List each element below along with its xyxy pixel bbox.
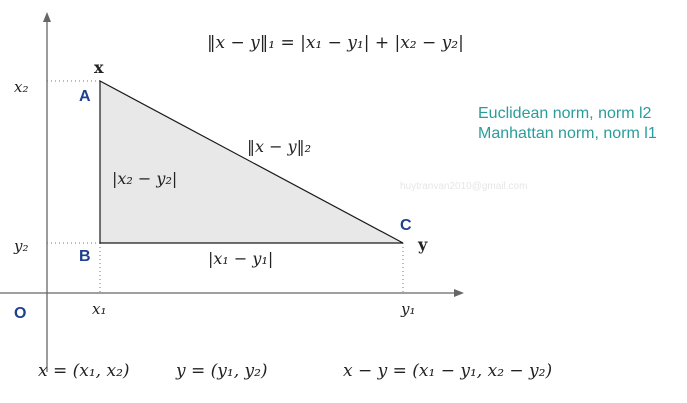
tick-y2: y₂ <box>13 237 29 255</box>
point-A-label: A <box>79 88 91 105</box>
tick-x1: x₁ <box>92 300 106 318</box>
triangle <box>99 79 404 244</box>
horizontal-side-label: |x₁ − y₁| <box>208 249 273 268</box>
watermark: huytranvan2010@gmail.com <box>400 181 527 192</box>
formula-l1: ‖x − y‖₁ = |x₁ − y₁| + |x₂ − y₂| <box>207 33 464 53</box>
side-note: Euclidean norm, norm l2 Manhattan norm, … <box>478 104 657 144</box>
hypotenuse-label: ‖x − y‖₂ <box>247 137 311 156</box>
point-B-label: B <box>79 248 91 265</box>
y-definition: y = (y₁, y₂) <box>175 361 268 381</box>
difference-definition: x − y = (x₁ − y₁, x₂ − y₂) <box>343 361 552 381</box>
side-note-line1: Euclidean norm, norm l2 <box>478 105 652 122</box>
y-axis-arrow <box>43 12 51 22</box>
origin-label: O <box>14 305 26 322</box>
point-y-label: y <box>417 235 428 254</box>
x-axis-arrow <box>454 289 464 297</box>
tick-x2: x₂ <box>14 78 28 96</box>
point-x-label: x <box>94 58 104 77</box>
point-C-label: C <box>400 217 412 234</box>
vertical-side-label: |x₂ − y₂| <box>112 169 177 188</box>
tick-y1: y₁ <box>400 300 416 318</box>
x-definition: x = (x₁, x₂) <box>38 361 130 381</box>
side-note-line2: Manhattan norm, norm l1 <box>478 125 657 142</box>
